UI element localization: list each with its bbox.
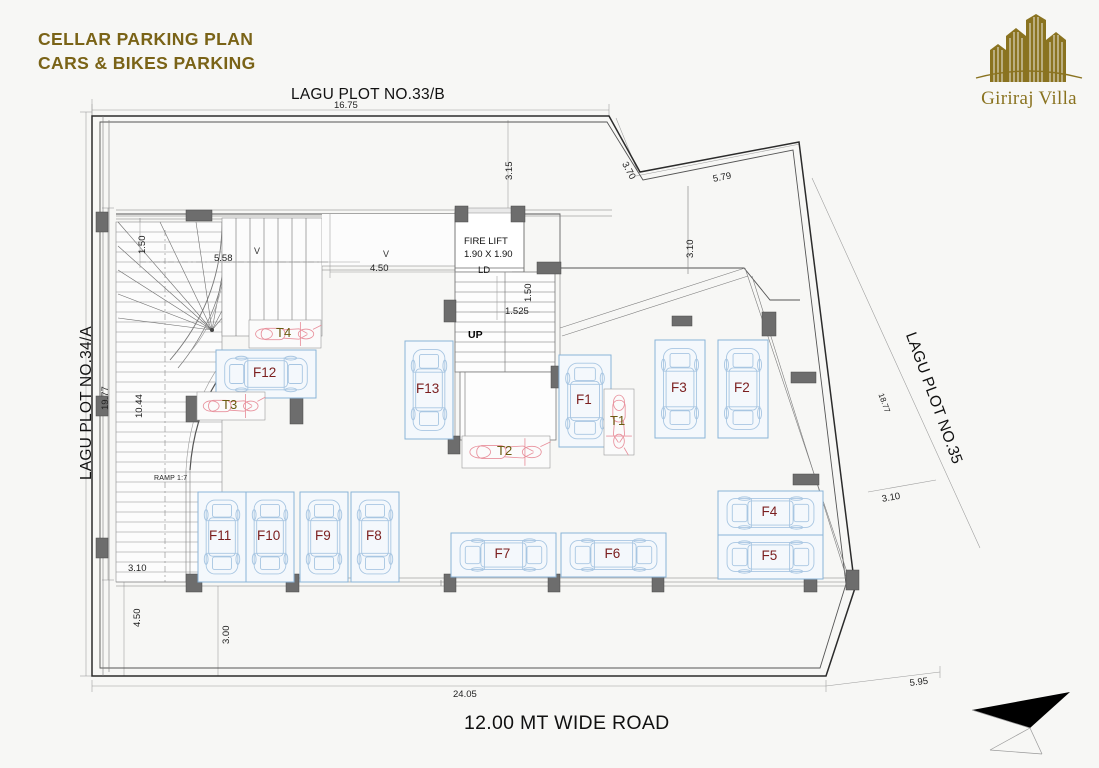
bike-slot-label-t2: T2: [497, 443, 513, 458]
bike-slot[interactable]: [248, 319, 322, 349]
car-bay[interactable]: [717, 490, 824, 536]
car-icon: [203, 499, 241, 575]
bike-icon: [469, 438, 551, 466]
dim-bottom-total: 24.05: [453, 689, 477, 700]
road-label: 12.00 MT WIDE ROAD: [464, 712, 670, 734]
car-icon: [459, 538, 548, 572]
car-bay-group: [197, 339, 824, 583]
vent-label-1: V: [254, 246, 261, 256]
bike-slot[interactable]: [196, 391, 266, 421]
car-icon: [565, 362, 605, 440]
car-bay[interactable]: [558, 354, 612, 448]
bike-slot[interactable]: [461, 435, 551, 469]
car-bay[interactable]: [197, 491, 247, 583]
bike-icon: [202, 394, 266, 418]
car-slot-label-f2: F2: [734, 380, 750, 395]
page-title-line2: CARS & BIKES PARKING: [38, 52, 256, 73]
car-icon: [726, 540, 815, 574]
car-bay[interactable]: [299, 491, 349, 583]
bike-icon: [606, 394, 632, 456]
dim-left-total: 19.77: [100, 386, 111, 410]
dim-left-small: 1.50: [137, 235, 148, 255]
car-bay[interactable]: [717, 339, 769, 439]
bike-slot-label-t1: T1: [610, 413, 626, 428]
dim-bottom-right: 5.95: [909, 675, 929, 689]
plot-label-left: LAGU PLOT NO.34/A: [78, 326, 95, 480]
car-slot-label-f4: F4: [761, 504, 778, 519]
car-bay[interactable]: [717, 534, 824, 580]
dim-lobby-width: 4.50: [370, 263, 389, 274]
logo-text: Giriraj Villa: [981, 88, 1077, 109]
car-slot-label-f3: F3: [671, 380, 687, 395]
car-icon: [724, 348, 762, 430]
car-bay[interactable]: [404, 340, 454, 440]
car-bay[interactable]: [654, 339, 706, 439]
car-icon: [569, 538, 658, 572]
dim-top-offset: 3.15: [504, 161, 515, 181]
vent-label-2: V: [383, 249, 390, 259]
plot-label-top: LAGU PLOT NO.33/B: [291, 86, 445, 103]
dim-bottom-left-b: 4.50: [132, 608, 143, 628]
dim-stair-width: 5.58: [214, 253, 233, 264]
bike-slot-label-t3: T3: [222, 397, 238, 412]
car-icon: [726, 496, 815, 530]
upper-stair-treads: [221, 217, 323, 337]
car-bay[interactable]: [350, 491, 400, 583]
title-block: CELLAR PARKING PLAN CARS & BIKES PARKING: [38, 28, 256, 75]
car-bay[interactable]: [450, 532, 557, 578]
ramp-label: RAMP 1:7: [154, 475, 188, 482]
dim-lift-offset: 1.50: [523, 283, 534, 303]
car-slot-label-f7: F7: [494, 546, 511, 561]
car-slot-label-f10: F10: [257, 528, 281, 543]
car-icon: [661, 348, 699, 430]
car-slot-label-f8: F8: [366, 528, 382, 543]
logo: Giriraj Villa: [968, 14, 1090, 109]
central-staircase: [454, 271, 557, 441]
car-icon: [224, 355, 308, 393]
car-slot-label-f13: F13: [416, 381, 440, 396]
car-icon: [356, 499, 394, 575]
bike-slot-label-t4: T4: [276, 325, 292, 340]
bike-icon: [255, 322, 322, 346]
car-bay[interactable]: [215, 349, 317, 399]
north-arrow-icon: [971, 692, 1070, 755]
dim-top-width: 16.75: [334, 100, 358, 111]
car-slot-label-f1: F1: [576, 392, 592, 407]
bike-slot[interactable]: [603, 388, 635, 456]
car-slot-label-f11: F11: [209, 528, 232, 543]
car-icon: [251, 499, 289, 575]
page-title-line1: CELLAR PARKING PLAN: [38, 29, 254, 49]
dim-bottom-left-c: 3.00: [221, 625, 232, 645]
car-slot-label-f6: F6: [604, 546, 621, 561]
car-slot-label-f12: F12: [253, 365, 277, 380]
car-slot-label-f5: F5: [761, 548, 778, 563]
dim-bottom-left-a: 3.10: [128, 563, 147, 574]
fire-lift-name: FIRE LIFT: [464, 236, 508, 247]
ld-label: LD: [478, 265, 491, 276]
car-bay[interactable]: [245, 491, 295, 583]
columns: [95, 205, 860, 593]
car-icon: [305, 499, 343, 575]
dim-left-ramp: 10.44: [134, 394, 145, 418]
bike-slot-group: [196, 319, 635, 469]
up-label: UP: [468, 329, 483, 341]
fire-lift-size: 1.90 X 1.90: [464, 249, 513, 260]
car-slot-label-f9: F9: [315, 528, 331, 543]
dim-stair-tread: 1.525: [505, 306, 529, 317]
buildings-icon: [975, 14, 1083, 82]
dim-chamfer-c: 3.10: [685, 239, 696, 259]
car-bay[interactable]: [560, 532, 667, 578]
car-icon: [410, 349, 448, 431]
